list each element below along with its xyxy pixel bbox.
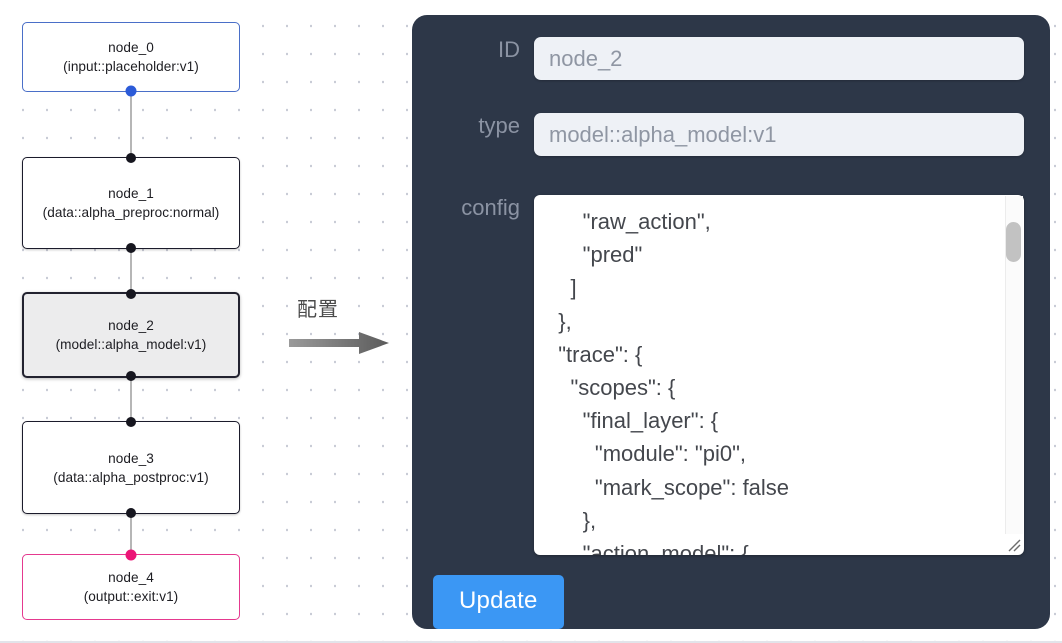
flow-node-title: node_4 [108, 570, 154, 585]
config-scrollbar-thumb[interactable] [1006, 222, 1021, 262]
node-handle-source-icon[interactable] [126, 371, 136, 381]
flow-node-title: node_1 [108, 186, 154, 201]
node-config-panel: ID type config "raw_action", "pred" ] },… [412, 15, 1050, 629]
edge-node3-node4 [130, 514, 132, 554]
type-field-label: type [478, 113, 520, 138]
field-row-config: config "raw_action", "pred" ] }, "trace"… [424, 195, 1038, 555]
flow-node-node_0[interactable]: node_0 (input::placeholder:v1) [22, 22, 240, 97]
type-input[interactable] [534, 113, 1024, 156]
config-textarea-wrapper: "raw_action", "pred" ] }, "trace": { "sc… [534, 195, 1024, 555]
node-handle-source-icon[interactable] [126, 243, 136, 253]
edge-node1-node2 [130, 249, 132, 293]
resize-handle-icon[interactable] [1004, 535, 1022, 553]
flow-node-title: node_2 [108, 318, 154, 333]
flow-node-node_2[interactable]: node_2 (model::alpha_model:v1) [22, 289, 240, 381]
node-handle-target-icon[interactable] [126, 289, 136, 299]
flow-node-subtitle: (input::placeholder:v1) [63, 59, 199, 74]
flow-node-subtitle: (data::alpha_preproc:normal) [42, 205, 220, 220]
flow-node-node_4[interactable]: node_4 (output::exit:v1) [22, 549, 240, 620]
flow-node-subtitle: (output::exit:v1) [83, 589, 179, 604]
update-button[interactable]: Update [433, 575, 564, 629]
edge-node2-node3 [130, 377, 132, 421]
field-row-type: type [424, 113, 1038, 156]
arrow-right-icon [289, 332, 389, 354]
node-handle-source-icon[interactable] [125, 85, 137, 97]
flow-node-subtitle: (data::alpha_postproc:v1) [53, 469, 209, 485]
config-scrollbar-track[interactable] [1005, 196, 1023, 534]
flow-node-node_1[interactable]: node_1 (data::alpha_preproc:normal) [22, 153, 240, 253]
transition-arrow-group: 配置 [289, 296, 393, 358]
id-field-label: ID [498, 37, 520, 62]
config-field-label: config [461, 195, 520, 220]
id-input[interactable] [534, 37, 1024, 80]
config-textarea[interactable]: "raw_action", "pred" ] }, "trace": { "sc… [534, 195, 1024, 555]
arrow-caption: 配置 [297, 297, 339, 321]
flow-node-node_3[interactable]: node_3 (data::alpha_postproc:v1) [22, 417, 240, 518]
flow-node-title: node_0 [108, 40, 154, 55]
node-handle-target-icon[interactable] [126, 153, 136, 163]
edge-node0-node1 [130, 92, 132, 156]
flow-node-title: node_3 [108, 450, 154, 466]
canvas-bottom-divider [0, 641, 1062, 643]
field-row-id: ID [424, 37, 1038, 80]
node-handle-target-icon[interactable] [125, 549, 137, 561]
node-handle-target-icon[interactable] [126, 417, 136, 427]
node-handle-source-icon[interactable] [126, 508, 136, 518]
flow-node-subtitle: (model::alpha_model:v1) [55, 337, 207, 352]
